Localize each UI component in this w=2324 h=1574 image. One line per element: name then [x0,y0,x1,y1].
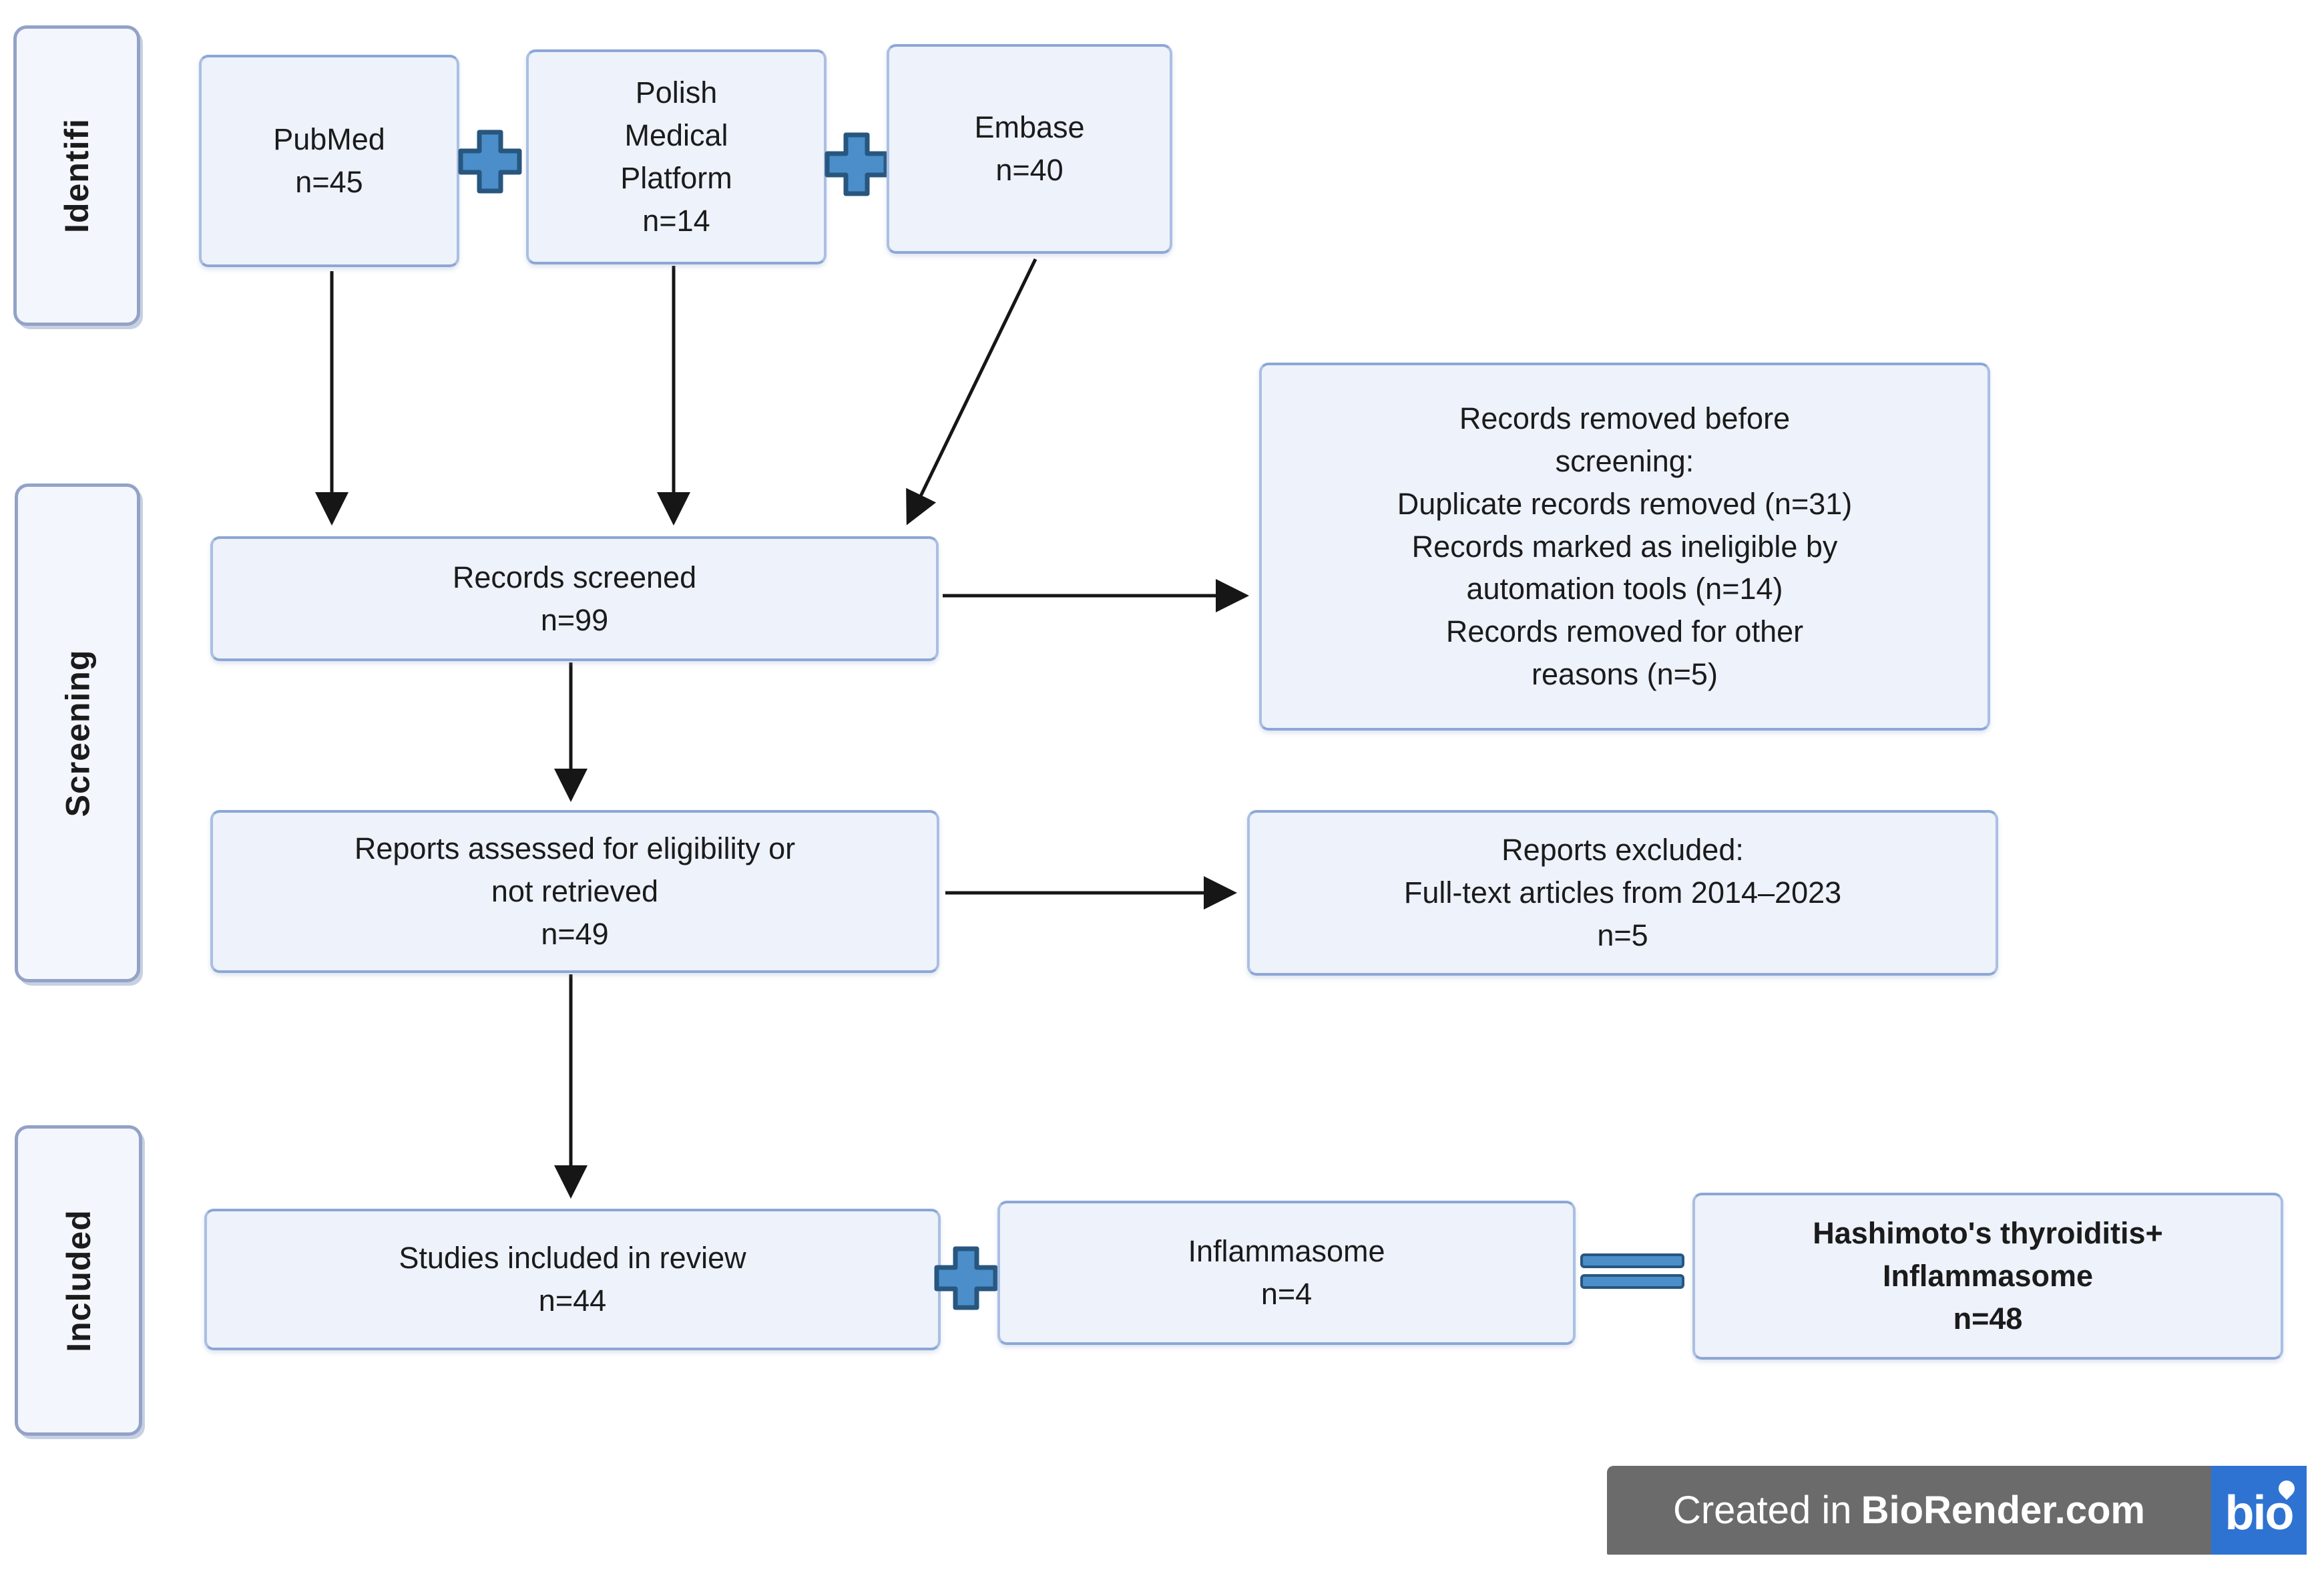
biorender-logo-text: bio [2225,1486,2295,1540]
biorender-attribution: Created in BioRender.com bio [1607,1466,2307,1555]
box-embase: Embase n=40 [887,44,1172,254]
box-polish-medical-platform: Polish Medical Platform n=14 [526,49,827,264]
biorender-brand-text: BioRender.com [1861,1489,2146,1532]
box-hashimoto-inflammasome: Hashimoto's thyroiditis+ Inflammasome n=… [1692,1193,2283,1360]
equals-icon [1580,1253,1684,1289]
stage-included: Included [15,1125,142,1436]
stage-identification: Identifi [13,25,140,326]
box-records-screened: Records screened n=99 [210,536,939,661]
box-reports-assessed: Reports assessed for eligibility or not … [210,810,939,973]
stage-screening-label: Screening [59,649,96,817]
equals-bar-bottom [1580,1274,1684,1289]
equals-bar-top [1580,1253,1684,1268]
plus-icon [934,1246,998,1310]
box-inflammasome: Inflammasome n=4 [997,1201,1576,1345]
stage-included-label: Included [59,1209,97,1352]
stage-screening: Screening [15,483,140,982]
created-in-text: Created in [1672,1489,1852,1532]
attribution-text: Created in BioRender.com [1607,1466,2211,1555]
box-records-removed-before-screening: Records removed before screening: Duplic… [1259,363,1990,731]
biorender-logo: bio [2211,1466,2307,1555]
plus-icon [458,130,522,194]
box-pubmed: PubMed n=45 [199,55,459,267]
box-studies-included: Studies included in review n=44 [204,1209,941,1350]
stage-identification-label: Identifi [58,118,95,233]
box-reports-excluded: Reports excluded: Full-text articles fro… [1247,810,1998,976]
plus-icon [825,132,889,196]
